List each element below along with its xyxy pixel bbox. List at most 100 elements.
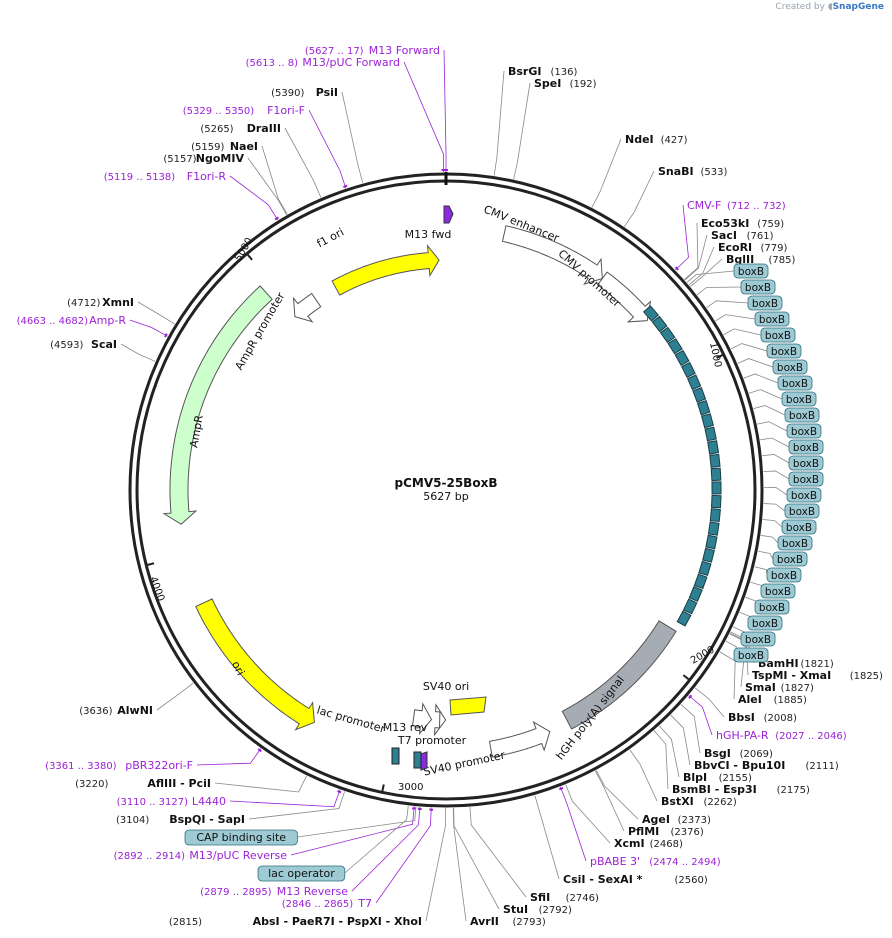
- enzyme-bbsi[interactable]: BbsI(2008): [728, 711, 797, 724]
- site-cap-binding-site[interactable]: CAP binding site: [184, 829, 298, 846]
- enzyme-absi-paer7i-pspxi-xhoi[interactable]: AbsI - PaeR7I - PspXI - XhoI(2815): [169, 915, 422, 928]
- boxb-label[interactable]: boxB: [786, 487, 822, 503]
- boxb-label[interactable]: boxB: [784, 407, 820, 423]
- enzyme-bamhi[interactable]: BamHI(1821): [758, 657, 834, 670]
- boxb-label[interactable]: boxB: [766, 343, 802, 359]
- primer-cmv-f[interactable]: CMV-F(712 .. 732): [687, 199, 786, 212]
- enzyme-bsrgi[interactable]: BsrGI(136): [508, 65, 577, 78]
- enzyme-sfii[interactable]: SfiI(2746): [530, 891, 599, 904]
- boxb-label[interactable]: boxB: [788, 439, 824, 455]
- boxb-label[interactable]: boxB: [733, 263, 769, 279]
- feature-shape[interactable]: [195, 598, 315, 731]
- primer-f1ori-f[interactable]: F1ori-F(5329 .. 5350): [183, 104, 305, 117]
- feature-ampr[interactable]: AmpR: [162, 285, 273, 525]
- boxb-label[interactable]: boxB: [781, 519, 817, 535]
- enzyme-smai[interactable]: SmaI(1827): [745, 681, 814, 694]
- boxb-label[interactable]: boxB: [760, 583, 796, 599]
- site-position: (761): [747, 231, 774, 242]
- feature-sv40-ori[interactable]: SV40 ori: [423, 680, 487, 716]
- feature-shape[interactable]: [449, 696, 487, 716]
- primer-pbr322ori-f[interactable]: pBR322ori-F(3361 .. 3380): [45, 759, 193, 772]
- boxb-label[interactable]: boxB: [760, 327, 796, 343]
- feature-m13-rev[interactable]: M13 rev: [383, 721, 428, 771]
- enzyme-pflmi[interactable]: PflMI(2376): [628, 825, 704, 838]
- boxb-label[interactable]: boxB: [740, 631, 776, 647]
- enzyme-xcmi[interactable]: XcmI(2468): [614, 837, 683, 850]
- feature-cmv-promoter[interactable]: CMV promoter: [556, 247, 652, 323]
- feature-sv40-promoter[interactable]: SV40 promoter: [422, 720, 551, 779]
- boxb-label[interactable]: boxB: [733, 647, 769, 663]
- enzyme-tspmi-xmai[interactable]: TspMI - XmaI(1825): [752, 669, 883, 682]
- boxb-label[interactable]: boxB: [754, 311, 790, 327]
- feature-shape[interactable]: [292, 292, 322, 323]
- primer-amp-r[interactable]: Amp-R(4663 .. 4682): [17, 314, 127, 327]
- boxb-label[interactable]: boxB: [777, 535, 813, 551]
- enzyme-bsmbi-esp3i[interactable]: BsmBI - Esp3I(2175): [672, 783, 810, 796]
- feature-shape[interactable]: [488, 720, 551, 758]
- boxb-label[interactable]: boxB: [747, 295, 783, 311]
- enzyme-alei[interactable]: AleI(1885): [738, 693, 807, 706]
- enzyme-draiii[interactable]: DraIII(5265): [200, 122, 281, 135]
- boxb-label[interactable]: boxB: [747, 615, 783, 631]
- primer-t7[interactable]: T7(2846 .. 2865): [282, 897, 372, 910]
- primer-m13-reverse[interactable]: M13 Reverse(2879 .. 2895): [200, 885, 348, 898]
- primer-m13-puc-reverse[interactable]: M13/pUC Reverse(2892 .. 2914): [114, 849, 288, 862]
- boxb-label[interactable]: boxB: [772, 359, 808, 375]
- feature-t7-promoter[interactable]: T7 promoter: [397, 703, 467, 747]
- enzyme-bbvci-bpu10i[interactable]: BbvCI - Bpu10I(2111): [694, 759, 839, 772]
- enzyme-ecori[interactable]: EcoRI(779): [718, 241, 787, 254]
- enzyme-spei[interactable]: SpeI(192): [534, 77, 597, 90]
- feature-hgh-poly-a-signal[interactable]: hGH poly(A) signal: [554, 620, 677, 763]
- feature-shape[interactable]: [443, 205, 454, 224]
- primer-f1ori-r[interactable]: F1ori-R(5119 .. 5138): [104, 170, 227, 183]
- enzyme-csii-sexai[interactable]: CsiI - SexAI *(2560): [563, 873, 708, 886]
- enzyme-bspqi-sapi[interactable]: BspQI - SapI(3104): [116, 813, 245, 826]
- feature-shape[interactable]: [420, 751, 428, 771]
- enzyme-psii[interactable]: PsiI(5390): [271, 86, 338, 99]
- enzyme-naei[interactable]: NaeI(5159): [191, 140, 258, 153]
- boxb-label[interactable]: boxB: [784, 503, 820, 519]
- primer-m13-puc-forward[interactable]: M13/pUC Forward(5613 .. 8): [246, 56, 400, 69]
- boxb-label[interactable]: boxB: [754, 599, 790, 615]
- boxb-label[interactable]: boxB: [788, 455, 824, 471]
- feature-shape[interactable]: [596, 271, 652, 323]
- feature-shape[interactable]: [433, 703, 447, 737]
- site-lac-operator[interactable]: lac operator: [257, 865, 346, 882]
- enzyme-bstxi[interactable]: BstXI(2262): [661, 795, 737, 808]
- enzyme-snabi[interactable]: SnaBI(533): [658, 165, 727, 178]
- feature-ori[interactable]: ori: [195, 598, 315, 731]
- enzyme-bglii[interactable]: BglII(785): [726, 253, 795, 266]
- feature-shape[interactable]: [162, 285, 273, 525]
- feature-shape[interactable]: [331, 244, 440, 296]
- enzyme-afliii-pcii[interactable]: AflIII - PciI(3220): [75, 777, 211, 790]
- boxb-label[interactable]: boxB: [740, 279, 776, 295]
- enzyme-agei[interactable]: AgeI(2373): [642, 813, 711, 826]
- enzyme-saci[interactable]: SacI(761): [711, 229, 774, 242]
- enzyme-blpi[interactable]: BlpI(2155): [683, 771, 752, 784]
- boxb-label[interactable]: boxB: [788, 471, 824, 487]
- primer-hgh-pa-r[interactable]: hGH-PA-R(2027 .. 2046): [716, 729, 847, 742]
- boxb-label[interactable]: boxB: [766, 567, 802, 583]
- enzyme-alwni[interactable]: AlwNI(3636): [79, 704, 153, 717]
- boxb-label[interactable]: boxB: [777, 375, 813, 391]
- boxb-label[interactable]: boxB: [786, 423, 822, 439]
- primer-pbabe-3[interactable]: pBABE 3'(2474 .. 2494): [590, 855, 721, 868]
- feature-m13-fwd[interactable]: M13 fwd: [405, 205, 454, 241]
- enzyme-eco53ki[interactable]: Eco53kI(759): [701, 217, 784, 230]
- enzyme-scai[interactable]: ScaI(4593): [50, 338, 117, 351]
- primer-m13-forward[interactable]: M13 Forward(5627 .. 17): [305, 44, 440, 57]
- boxb-label[interactable]: boxB: [781, 391, 817, 407]
- boxb-text: boxB: [786, 394, 812, 406]
- feature-shape[interactable]: [501, 225, 603, 286]
- enzyme-xmni[interactable]: XmnI(4712): [67, 296, 134, 309]
- feature-shape[interactable]: [411, 702, 433, 736]
- boxb-label[interactable]: boxB: [772, 551, 808, 567]
- enzyme-avrii[interactable]: AvrII(2793): [470, 915, 546, 928]
- enzyme-ngomiv[interactable]: NgoMIV(5157): [163, 152, 244, 165]
- enzyme-bsgi[interactable]: BsgI(2069): [704, 747, 773, 760]
- enzyme-ndei[interactable]: NdeI(427): [625, 133, 688, 146]
- primer-l4440[interactable]: L4440(3110 .. 3127): [117, 795, 226, 808]
- feature-shape[interactable]: [561, 620, 677, 730]
- site-position: (3636): [79, 706, 112, 717]
- enzyme-stui[interactable]: StuI(2792): [503, 903, 572, 916]
